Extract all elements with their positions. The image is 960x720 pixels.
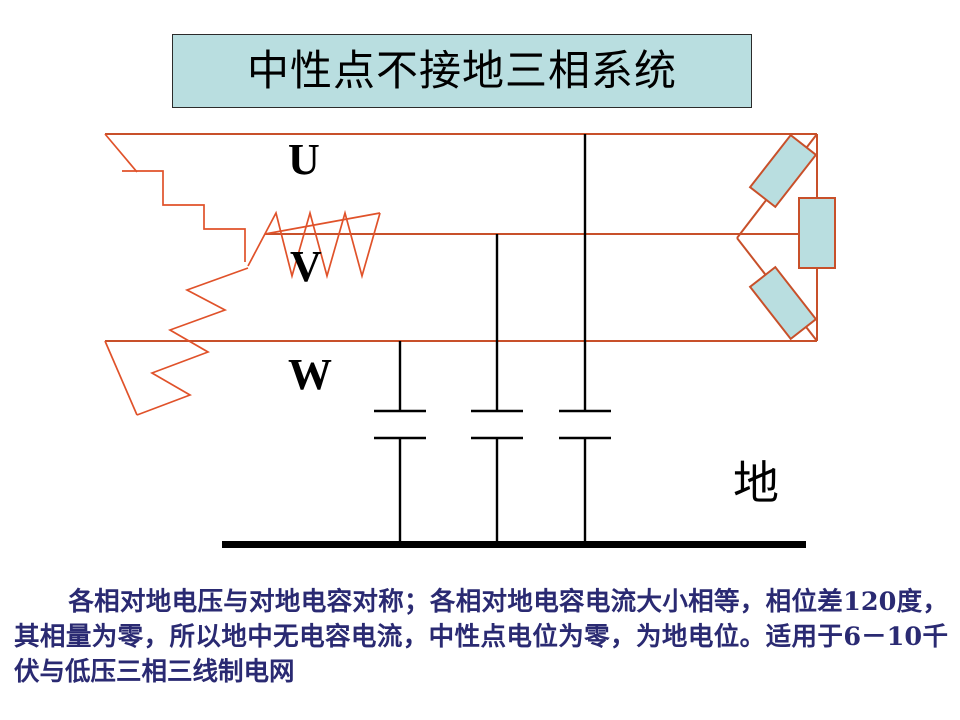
caption-line-1: 各相对地电压与对地电容对称；各相对地电容电流大小相等， xyxy=(68,587,766,617)
winding-u-lead xyxy=(104,133,138,173)
phase-label-v: V xyxy=(290,242,322,291)
capacitors xyxy=(374,409,611,545)
transformer-windings xyxy=(104,133,381,416)
winding-u-coil xyxy=(122,170,246,262)
bus-lines xyxy=(105,133,817,342)
resistor-phase-w xyxy=(748,265,818,341)
winding-v-coil xyxy=(247,209,381,280)
caption-line-2: 相位差120度，其相量为零，所以地中无电容电流，中性点电位为 xyxy=(14,587,948,653)
ground-bar xyxy=(222,541,806,548)
winding-w-lead xyxy=(104,340,138,416)
caption-text: 各相对地电压与对地电容对称；各相对地电容电流大小相等，相位差120度，其相量为零… xyxy=(14,585,948,691)
phase-label-w: W xyxy=(288,350,332,399)
winding-v-lead xyxy=(264,212,381,235)
resistor-phase-u xyxy=(748,133,818,209)
ground-label: 地 xyxy=(733,456,779,510)
phase-label-u: U xyxy=(288,135,320,184)
load-resistors xyxy=(748,133,836,341)
capacitor-drop-lines xyxy=(398,134,587,411)
resistor-phase-v xyxy=(798,197,836,269)
page-title: 中性点不接地三相系统 xyxy=(246,46,677,95)
title-box: 中性点不接地三相系统 xyxy=(172,34,752,108)
caption-line-3: 零，为地电位。适用于6－10千伏与低压三相三线制电网 xyxy=(14,622,948,688)
winding-w-coil xyxy=(136,267,249,416)
